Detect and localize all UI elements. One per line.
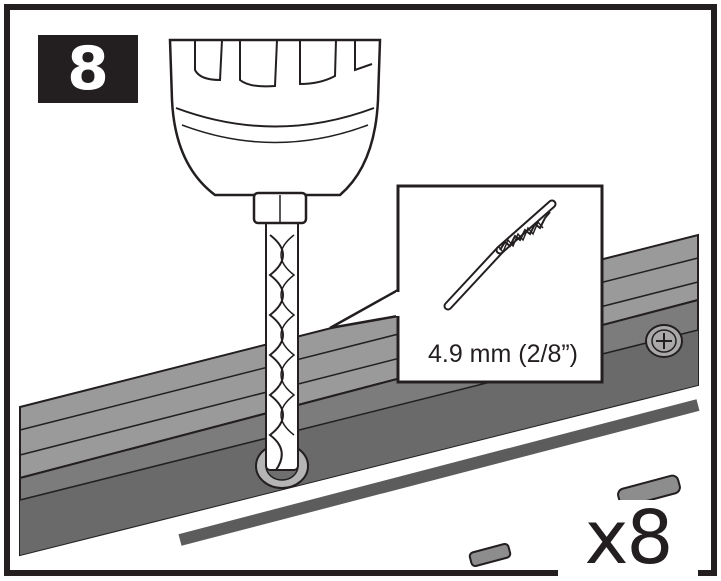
- quantity-label: x8: [558, 500, 698, 576]
- callout-box: [329, 184, 604, 384]
- drill-icon: [168, 38, 382, 225]
- drill-bit-icon: [265, 219, 299, 471]
- drill-bit-size-label: 4.9 mm (2/8”): [427, 339, 579, 368]
- step-number-badge: 8: [38, 35, 138, 103]
- screw-icon: [645, 324, 683, 358]
- drill-bit-detail-icon: [443, 199, 557, 311]
